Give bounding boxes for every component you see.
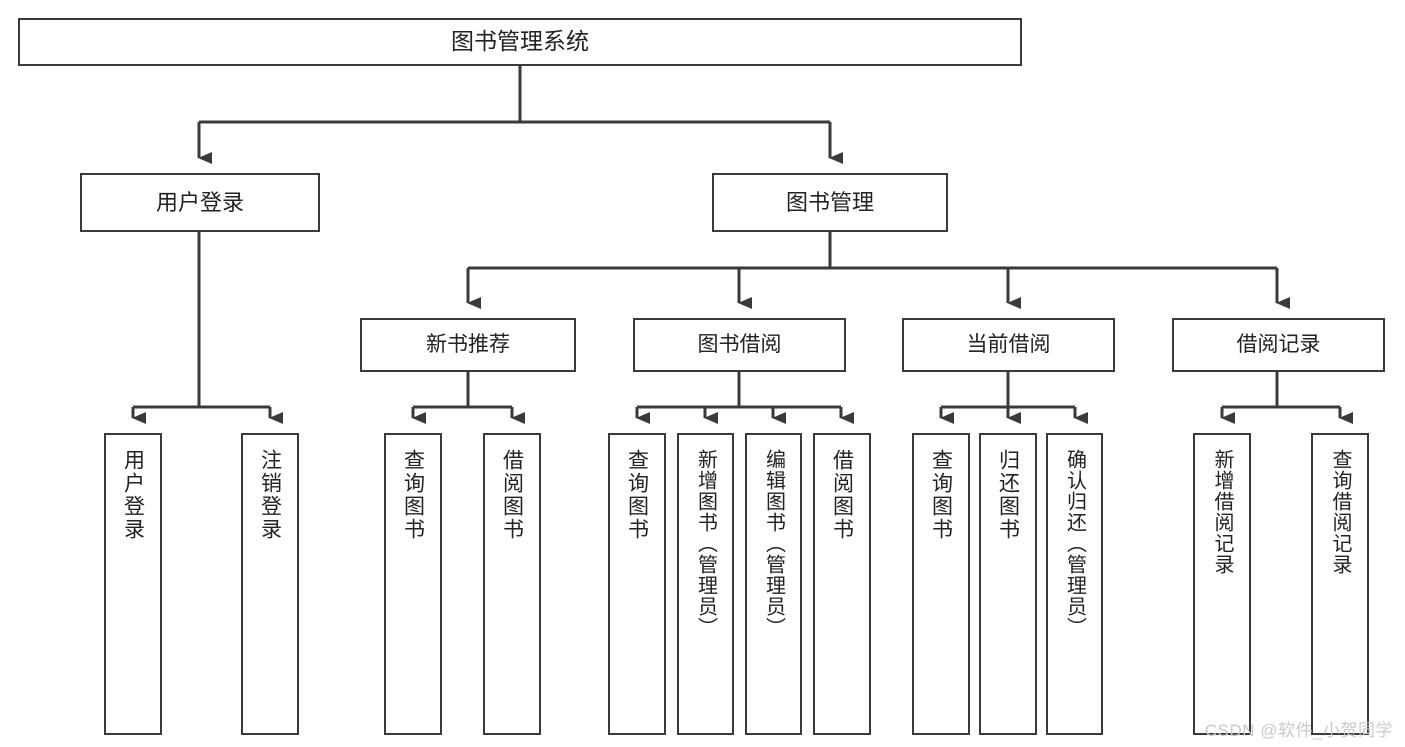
- node-label: 归还图书: [996, 449, 1020, 541]
- node-current-borrow[interactable]: 当前借阅: [902, 318, 1115, 372]
- csdn-watermark: CSDN @软件_小贺同学: [1204, 721, 1393, 740]
- leaf-new-book-borrow[interactable]: 借阅图书: [483, 433, 541, 735]
- node-label: 图书借阅: [697, 332, 782, 356]
- leaf-book-borrow-add[interactable]: 新增图书（管理员）: [677, 433, 734, 735]
- leaf-current-borrow-return[interactable]: 归还图书: [979, 433, 1037, 735]
- node-new-book-recommend[interactable]: 新书推荐: [360, 318, 576, 372]
- node-label: 查询借阅记录: [1329, 449, 1351, 575]
- node-label: 借阅图书: [500, 449, 524, 541]
- node-label: 图书管理系统: [451, 28, 589, 55]
- node-label: 借阅图书: [830, 449, 854, 541]
- node-label: 编辑图书（管理员）: [762, 449, 785, 638]
- leaf-user-login-login[interactable]: 用户登录: [104, 433, 162, 735]
- leaf-current-borrow-confirm-return[interactable]: 确认归还（管理员）: [1046, 433, 1103, 735]
- leaf-book-borrow-query[interactable]: 查询图书: [608, 433, 666, 735]
- leaf-new-book-query[interactable]: 查询图书: [384, 433, 442, 735]
- leaf-current-borrow-query[interactable]: 查询图书: [912, 433, 970, 735]
- node-label: 新增图书（管理员）: [694, 449, 717, 638]
- node-label: 图书管理: [785, 189, 874, 215]
- node-borrow-record[interactable]: 借阅记录: [1172, 318, 1385, 372]
- node-book-borrow[interactable]: 图书借阅: [633, 318, 846, 372]
- leaf-book-borrow-edit[interactable]: 编辑图书（管理员）: [745, 433, 802, 735]
- node-label: 确认归还（管理员）: [1063, 449, 1086, 638]
- leaf-book-borrow-borrow[interactable]: 借阅图书: [813, 433, 871, 735]
- node-label: 用户登录: [155, 189, 244, 215]
- leaf-borrow-record-query[interactable]: 查询借阅记录: [1311, 433, 1369, 735]
- leaf-borrow-record-add[interactable]: 新增借阅记录: [1193, 433, 1251, 735]
- node-label: 用户登录: [121, 449, 145, 541]
- node-label: 查询图书: [625, 449, 649, 541]
- node-label: 查询图书: [929, 449, 953, 541]
- node-label: 借阅记录: [1236, 332, 1321, 356]
- node-label: 注销登录: [258, 449, 282, 541]
- leaf-user-login-logout[interactable]: 注销登录: [241, 433, 299, 735]
- node-root-system[interactable]: 图书管理系统: [18, 18, 1022, 66]
- node-user-login[interactable]: 用户登录: [80, 173, 320, 232]
- node-label: 查询图书: [401, 449, 425, 541]
- node-label: 新增借阅记录: [1211, 449, 1233, 575]
- node-label: 当前借阅: [966, 332, 1051, 356]
- node-book-management[interactable]: 图书管理: [712, 173, 948, 232]
- node-label: 新书推荐: [426, 332, 510, 356]
